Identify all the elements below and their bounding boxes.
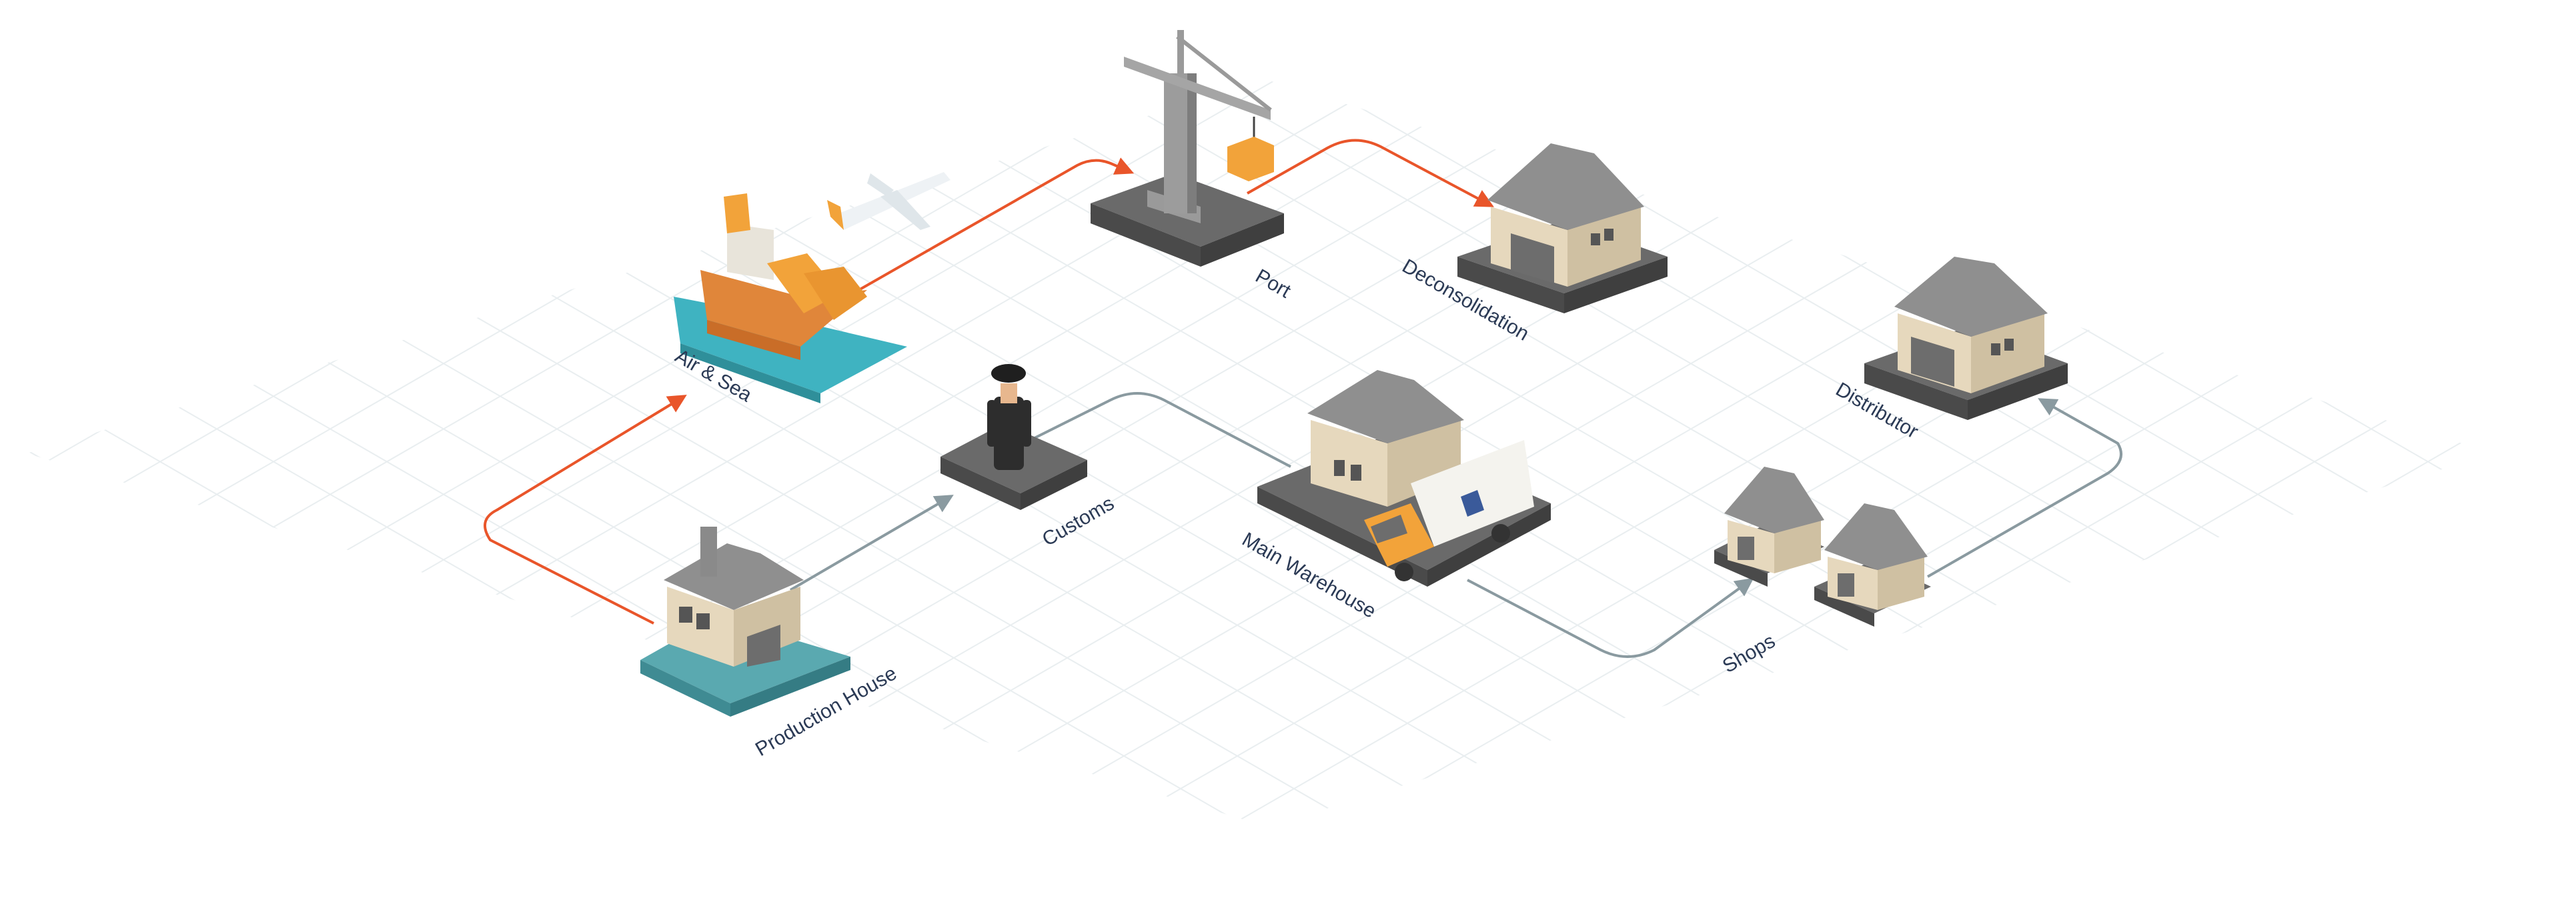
warehouse-icon	[1864, 257, 2068, 420]
route-production-to-air-sea	[484, 395, 687, 625]
label-port: Port	[1252, 265, 1295, 302]
route-production-to-customs	[789, 495, 954, 591]
route-customs-to-main-warehouse	[1030, 392, 1291, 468]
truck-icon	[1364, 440, 1534, 581]
label-customs: Customs	[1039, 492, 1118, 551]
shops-icon	[1714, 467, 1931, 627]
warehouse-icon	[1457, 143, 1668, 313]
ship-and-plane-icon	[674, 172, 950, 403]
route-air-sea-to-port	[846, 157, 1135, 298]
warehouse-truck-icon	[1257, 370, 1551, 587]
route-main-warehouse-to-shops	[1467, 577, 1754, 658]
route-shops-to-distributor	[1927, 398, 2122, 578]
route-port-to-deconsolidation	[1247, 139, 1494, 207]
officer-icon	[940, 364, 1087, 510]
crane-icon	[1091, 30, 1284, 267]
routes	[484, 139, 2122, 658]
airplane-icon	[827, 172, 950, 230]
factory-icon	[640, 527, 850, 717]
